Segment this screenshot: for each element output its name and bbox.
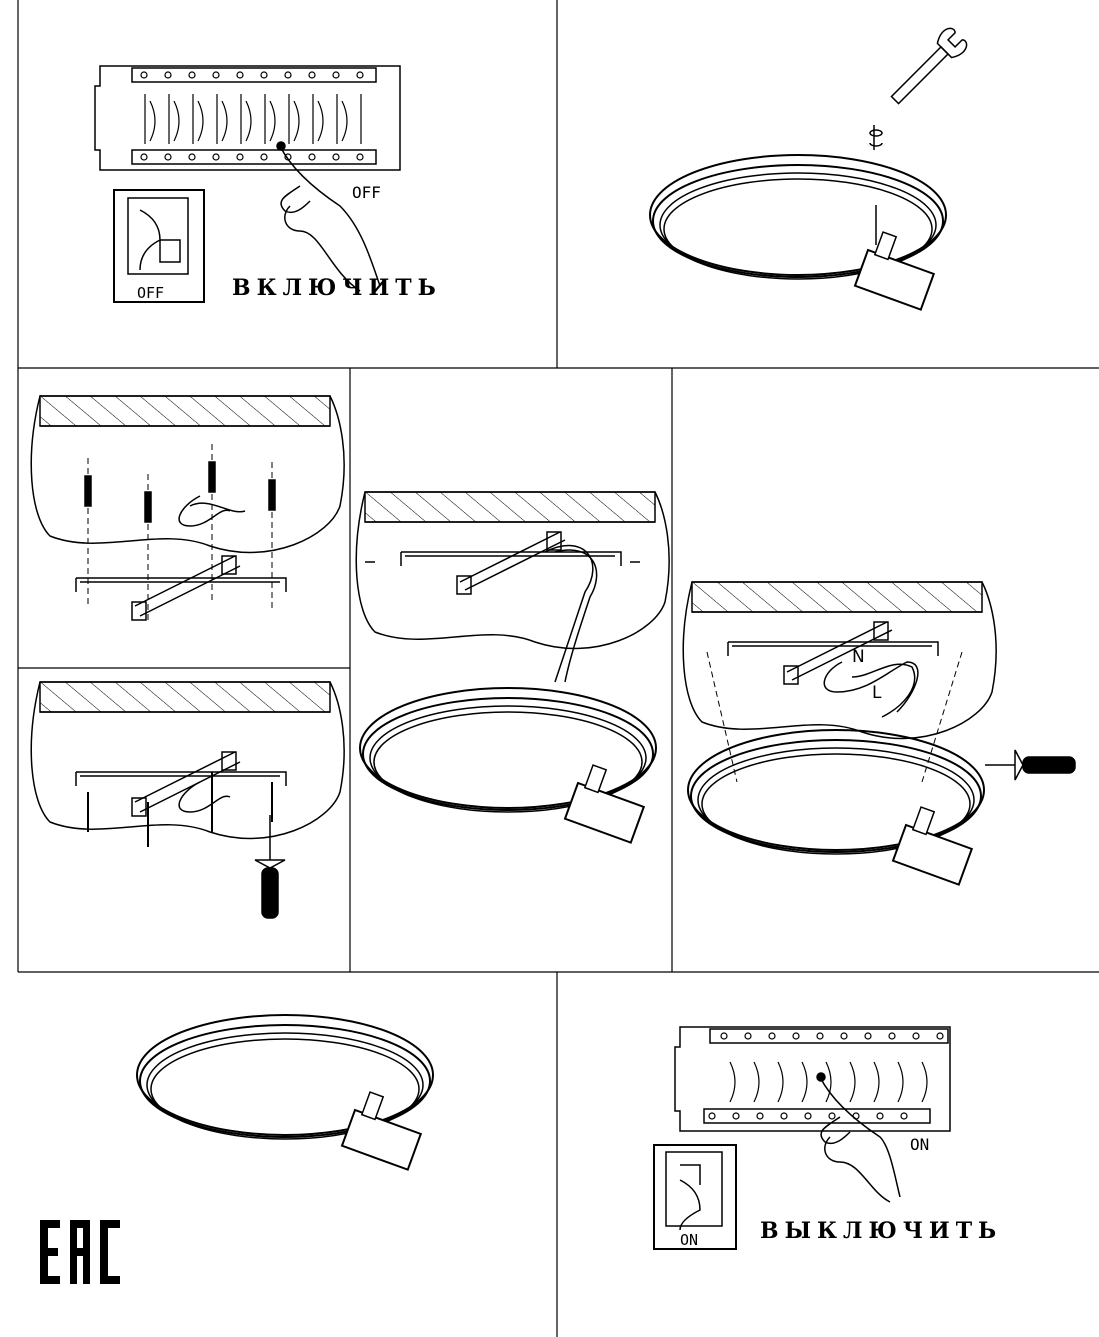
wire-connection-illustration [682, 581, 997, 783]
step8-caption: ВЫКЛЮЧИТЬ [760, 1218, 1002, 1244]
panel-borders [17, 0, 1099, 1337]
step1-caption: ВКЛЮЧИТЬ [232, 275, 442, 301]
screwdriver-icon [254, 815, 286, 919]
lamp-ring [359, 687, 657, 844]
breaker-state-label: ON [910, 1135, 929, 1154]
eac-logo [40, 1220, 120, 1284]
switch-state-label: ON [680, 1231, 698, 1249]
wrench-icon [890, 27, 968, 105]
breaker-state-label: OFF [352, 183, 381, 202]
breaker-panel-off [94, 65, 401, 292]
ceiling-drill-illustration [30, 395, 345, 624]
breaker-panel-on [674, 1026, 951, 1203]
lamp-ring [687, 729, 985, 886]
wall-switch-off [113, 189, 205, 303]
screwdriver-icon [985, 749, 1076, 781]
live-wire-label: L [872, 683, 882, 703]
finished-lamp [136, 1014, 434, 1171]
ceiling-wiring-illustration [355, 491, 670, 683]
bracket-screw-illustration [30, 681, 345, 847]
lamp-removal-illustration [649, 125, 947, 311]
wall-switch-on [653, 1144, 737, 1250]
switch-state-label: OFF [137, 284, 164, 302]
neutral-wire-label: N [852, 647, 865, 667]
